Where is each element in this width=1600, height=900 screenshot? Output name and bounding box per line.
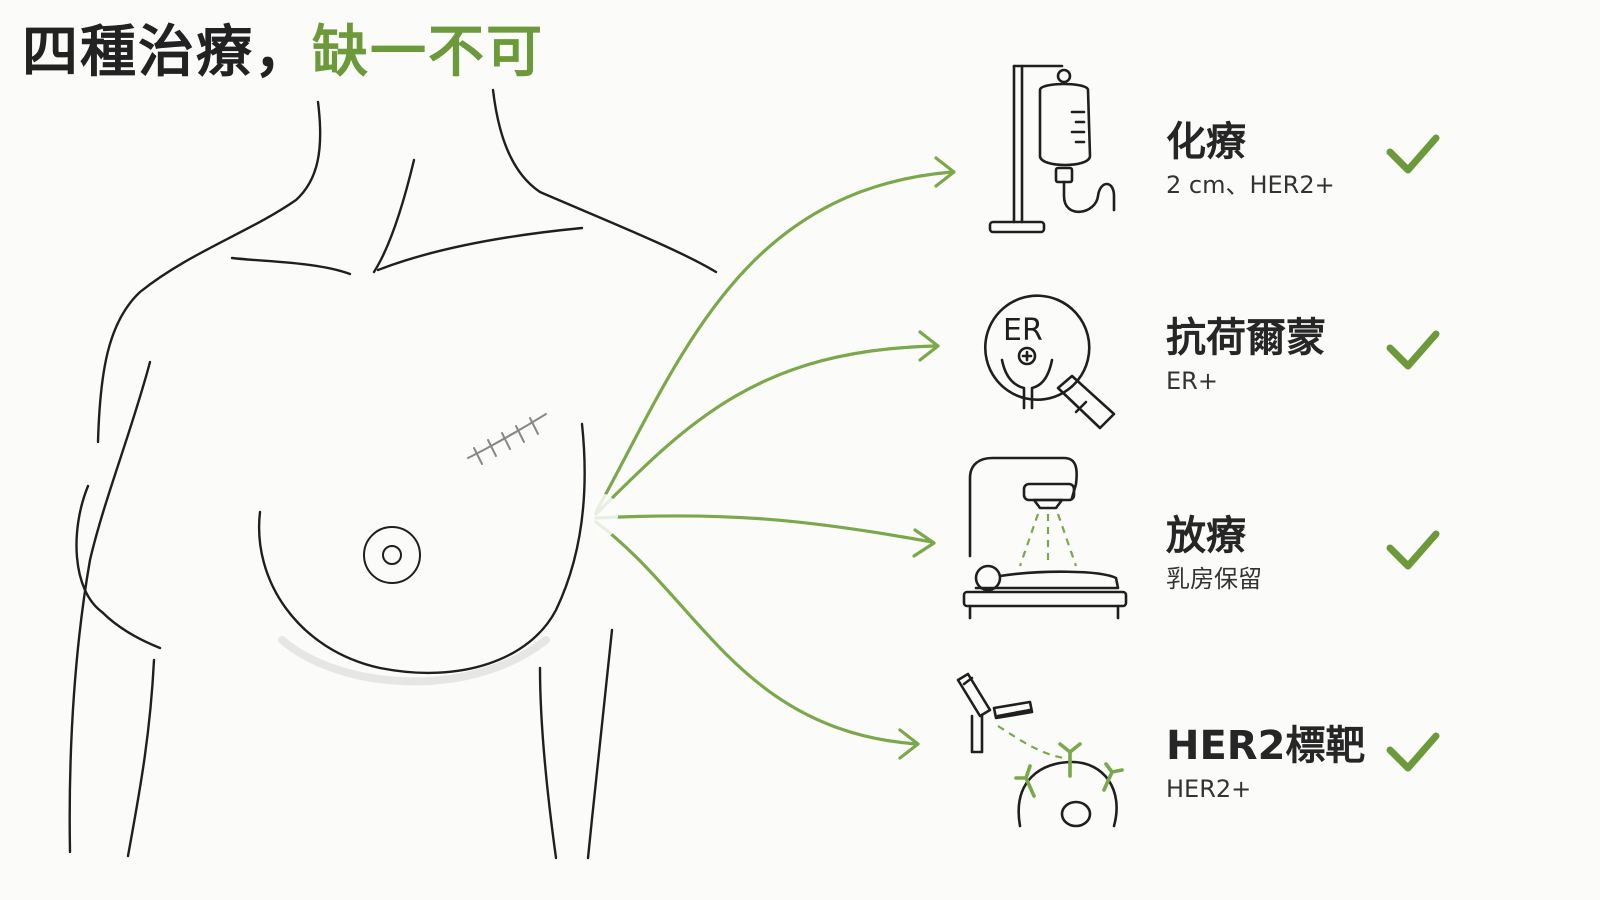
treatment-name: 抗荷爾蒙 bbox=[1166, 315, 1326, 361]
treatment-item-chemo: 化療 2 cm、HER2+ bbox=[1166, 118, 1335, 200]
treatment-item-radiation: 放療 乳房保留 bbox=[1166, 512, 1262, 594]
surgical-scar bbox=[467, 413, 547, 465]
treatment-note: 乳房保留 bbox=[1166, 565, 1262, 593]
her2-receptors-icon bbox=[1014, 742, 1124, 798]
er-badge-text: ER bbox=[1003, 313, 1043, 348]
radiation-beam bbox=[1018, 513, 1078, 567]
treatment-name: HER2標靶 bbox=[1166, 723, 1366, 769]
treatment-name: 放療 bbox=[1166, 513, 1246, 559]
check-icon-chemo bbox=[1386, 134, 1440, 174]
check-icon-her2 bbox=[1386, 732, 1440, 772]
check-icon-radiation bbox=[1386, 530, 1440, 570]
treatment-item-hormone: 抗荷爾蒙 ER+ bbox=[1166, 314, 1326, 396]
check-icon-hormone bbox=[1386, 330, 1440, 370]
arrow-chemo-head bbox=[934, 156, 956, 188]
title-accent: 缺一不可 bbox=[312, 20, 544, 85]
arrow-her2-head bbox=[898, 728, 920, 760]
arrow-hormone-head bbox=[918, 330, 940, 362]
er-receptor-icon: ER bbox=[984, 294, 1116, 430]
arrow-hormone bbox=[594, 344, 938, 516]
arrow-origin-glow bbox=[590, 494, 618, 538]
antibody-binding-line bbox=[997, 725, 1065, 760]
treatment-name: 化療 bbox=[1166, 119, 1246, 165]
treatment-note: HER2+ bbox=[1166, 775, 1252, 803]
arrow-her2 bbox=[594, 520, 918, 746]
radiotherapy-icon bbox=[962, 456, 1128, 620]
page-title: 四種治療，缺一不可 bbox=[22, 18, 544, 88]
treatment-note: ER+ bbox=[1166, 367, 1218, 395]
arrow-radiation-head bbox=[912, 528, 936, 558]
title-main: 四種治療， bbox=[22, 20, 312, 85]
iv-drip-icon bbox=[988, 64, 1116, 234]
breast-shadow bbox=[278, 636, 550, 686]
treatment-arrows bbox=[594, 156, 956, 760]
antibody-icon bbox=[956, 672, 1118, 828]
treatment-item-her2: HER2標靶 HER2+ bbox=[1166, 722, 1365, 804]
arrow-radiation bbox=[594, 514, 934, 544]
torso-illustration bbox=[68, 88, 718, 860]
treatment-note: 2 cm、HER2+ bbox=[1166, 171, 1335, 199]
arrow-chemo bbox=[594, 170, 954, 514]
